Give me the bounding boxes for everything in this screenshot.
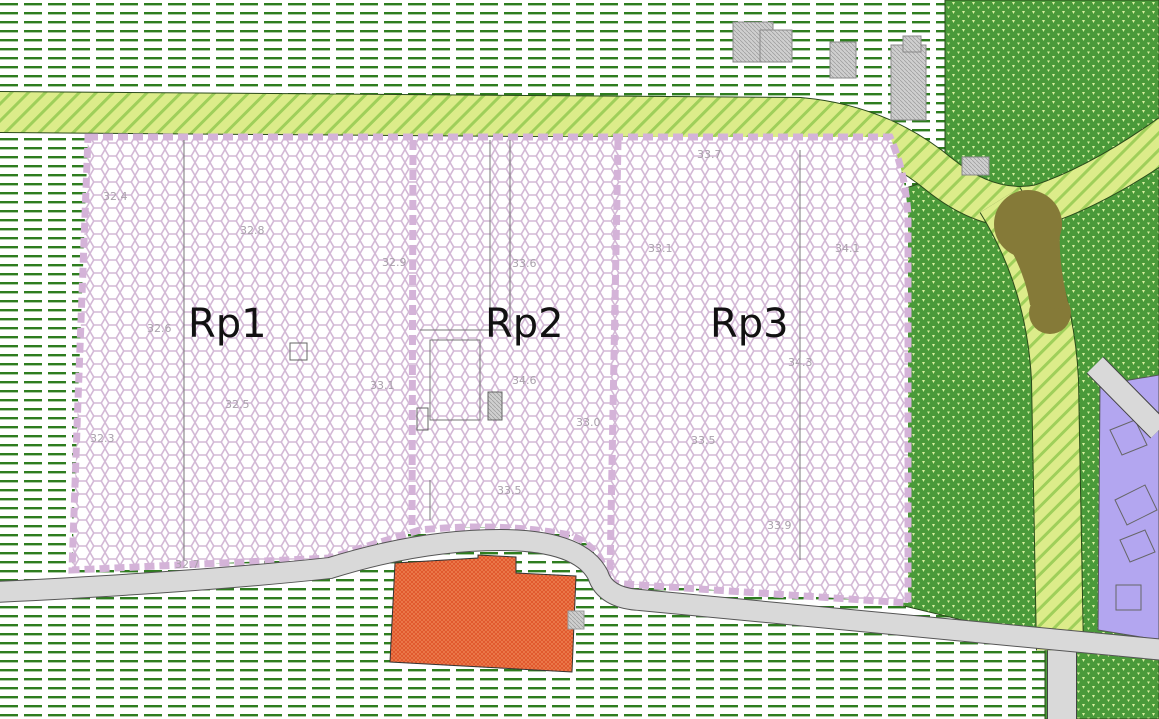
spot-height: 32.3	[90, 432, 115, 445]
spot-height: 32.5	[225, 398, 250, 411]
spot-height: 33.1	[370, 379, 395, 392]
small-structure	[416, 407, 429, 431]
parcel-lines	[183, 140, 801, 560]
spot-height: 33.7	[697, 148, 722, 161]
spot-height: 33.5	[691, 434, 716, 447]
zone-label-rp3: Rp3	[710, 301, 789, 347]
pond	[994, 190, 1071, 334]
zone-label-rp1: Rp1	[188, 301, 267, 347]
small-structure	[567, 610, 585, 630]
spot-height: 34.3	[788, 356, 813, 369]
spot-height: 34.6	[512, 374, 537, 387]
spot-height: 33.1	[648, 242, 673, 255]
small-structure	[487, 391, 503, 421]
spot-height: 33.5	[497, 484, 522, 497]
building-outline	[1109, 419, 1158, 611]
spot-height: 33.9	[767, 519, 792, 532]
spot-height: 32.6	[147, 322, 172, 335]
zone-label-rp2: Rp2	[485, 301, 564, 347]
spot-height: 34.1	[835, 242, 860, 255]
small-structure	[289, 342, 308, 361]
spot-height: 32.8	[240, 224, 265, 237]
zone-divider	[408, 139, 622, 576]
spot-height: 32.9	[382, 256, 407, 269]
spot-height: 33.6	[512, 257, 537, 270]
gray-buildings	[732, 21, 990, 176]
spot-height: 32.4	[103, 190, 128, 203]
built-up-area	[1097, 374, 1159, 641]
spot-height: 32.7	[175, 558, 200, 571]
spot-heights: 32.8 32.9 32.6 33.1 32.5 32.3 33.6 34.6 …	[90, 148, 860, 571]
residential-zone[interactable]	[68, 133, 912, 607]
orange-building[interactable]	[389, 554, 577, 673]
spot-height: 33.0	[576, 416, 601, 429]
